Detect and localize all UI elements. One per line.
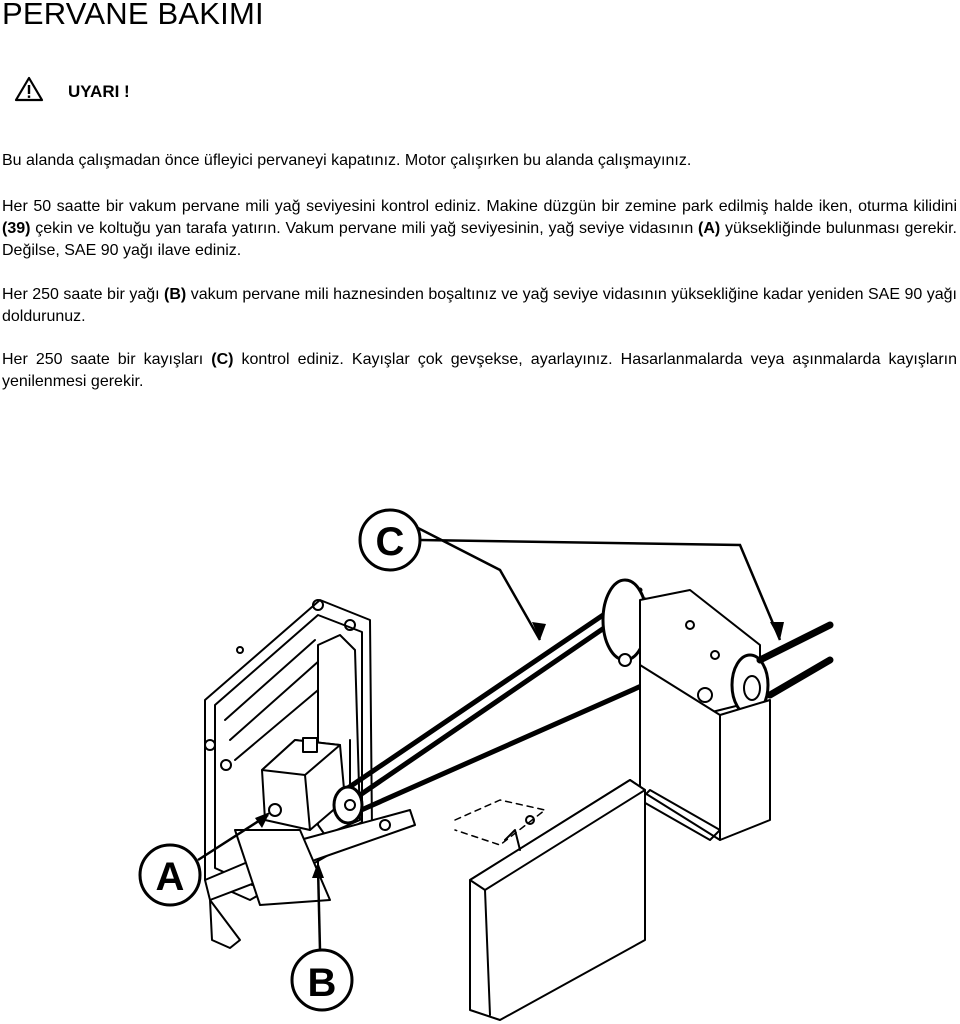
p4-ref-c: (C) bbox=[211, 351, 234, 368]
p4-text-c: kontrol ediniz. Kayışlar çok gevşekse, a… bbox=[2, 351, 957, 390]
belt-guard-cover bbox=[469, 779, 646, 1021]
warning-notice: UYARI ! bbox=[14, 76, 130, 107]
p3-ref-b: (B) bbox=[164, 286, 187, 303]
paragraph-warning-text: Bu alanda çalışmadan önce üfleyici perva… bbox=[2, 152, 692, 169]
belt-guard-outline bbox=[454, 799, 546, 846]
p4-text-a: Her 250 saate bir kayışları bbox=[2, 351, 212, 368]
p2-text-c: çekin ve koltuğu yan tarafa yatırın. Vak… bbox=[30, 220, 699, 237]
page-title: PERVANE BAKIMI bbox=[2, 0, 264, 31]
warning-label: UYARI ! bbox=[68, 81, 130, 101]
callout-c-letter: C bbox=[376, 520, 405, 564]
p3-text-a: Her 250 saate bir yağı bbox=[2, 286, 165, 303]
callout-b: B bbox=[290, 862, 354, 1012]
fan-drive-illustration: C A B bbox=[138, 508, 834, 1021]
p2-text-e: yüksekliğinde bulunması gerekir. Değilse… bbox=[2, 220, 957, 259]
base-plate bbox=[204, 809, 416, 949]
callout-b-letter: B bbox=[308, 961, 337, 1005]
p2-text-a: Her 50 saatte bir vakum pervane mili yağ… bbox=[2, 198, 957, 215]
paragraph-250-hour-belts: Her 250 saate bir kayışları (C) kontrol … bbox=[2, 349, 957, 393]
p3-text-c: vakum pervane mili haznesinden boşaltını… bbox=[2, 286, 957, 325]
paragraph-250-hour-oil: Her 250 saate bir yağı (B) vakum pervane… bbox=[2, 284, 957, 328]
belt-ends bbox=[756, 621, 834, 699]
callout-a-letter: A bbox=[156, 855, 185, 899]
paragraph-50-hour-check: Her 50 saatte bir vakum pervane mili yağ… bbox=[2, 196, 957, 262]
warning-triangle-icon bbox=[14, 76, 44, 107]
callout-a: A bbox=[138, 812, 270, 907]
lower-pulley bbox=[332, 785, 391, 831]
p2-ref-a: (A) bbox=[698, 220, 721, 237]
p2-ref-39: (39) bbox=[2, 220, 31, 237]
callout-c: C bbox=[358, 508, 784, 641]
